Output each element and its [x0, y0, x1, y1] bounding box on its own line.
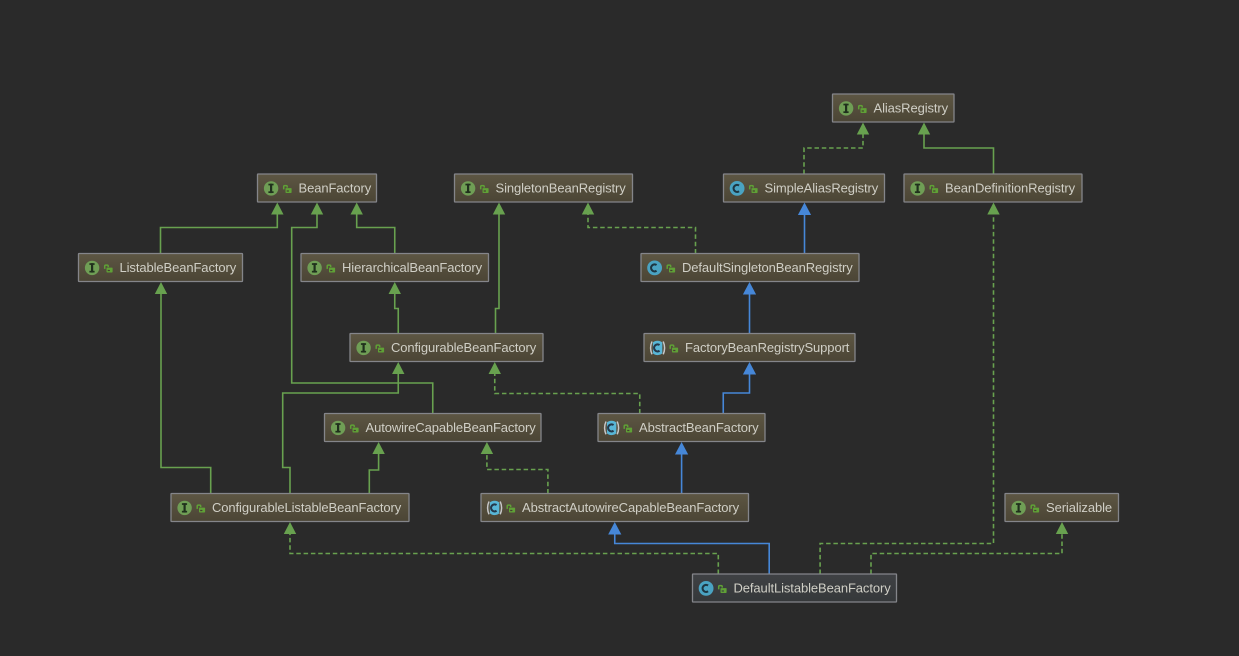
svg-text:ConfigurableBeanFactory: ConfigurableBeanFactory	[391, 340, 537, 355]
svg-text:AbstractAutowireCapableBeanFac: AbstractAutowireCapableBeanFactory	[522, 500, 740, 515]
svg-text:ListableBeanFactory: ListableBeanFactory	[120, 260, 237, 275]
svg-text:HierarchicalBeanFactory: HierarchicalBeanFactory	[342, 260, 483, 275]
svg-text:SimpleAliasRegistry: SimpleAliasRegistry	[765, 181, 879, 196]
svg-text:DefaultSingletonBeanRegistry: DefaultSingletonBeanRegistry	[682, 260, 853, 275]
svg-text:FactoryBeanRegistrySupport: FactoryBeanRegistrySupport	[685, 340, 850, 355]
svg-text:BeanDefinitionRegistry: BeanDefinitionRegistry	[945, 181, 1076, 196]
svg-text:BeanFactory: BeanFactory	[299, 181, 372, 196]
svg-text:Serializable: Serializable	[1046, 500, 1112, 515]
svg-text:DefaultListableBeanFactory: DefaultListableBeanFactory	[734, 581, 892, 596]
svg-text:ConfigurableListableBeanFactor: ConfigurableListableBeanFactory	[212, 500, 402, 515]
svg-text:SingletonBeanRegistry: SingletonBeanRegistry	[496, 181, 627, 196]
svg-text:AliasRegistry: AliasRegistry	[874, 101, 949, 116]
svg-text:AbstractBeanFactory: AbstractBeanFactory	[639, 420, 759, 435]
svg-text:AutowireCapableBeanFactory: AutowireCapableBeanFactory	[366, 420, 537, 435]
